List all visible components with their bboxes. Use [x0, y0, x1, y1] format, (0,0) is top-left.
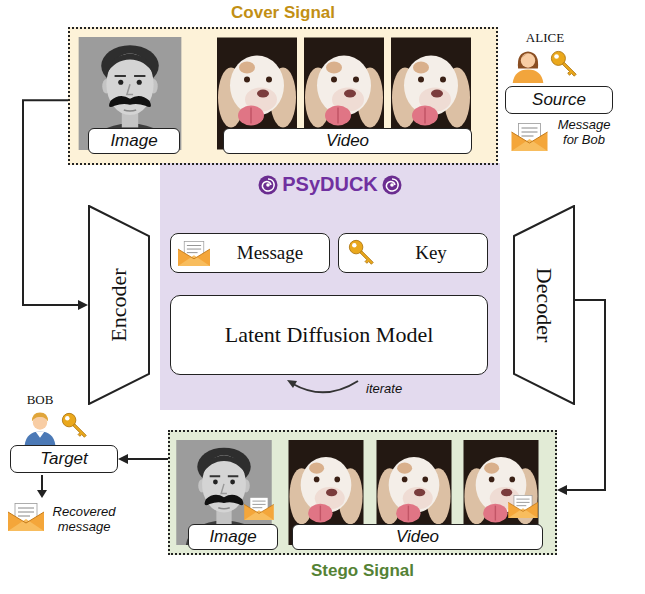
key-box: Key	[338, 233, 488, 273]
role-box: Target	[10, 445, 118, 473]
iterate-arrow	[293, 381, 358, 392]
label-box: Video	[223, 128, 472, 154]
key-icon	[551, 51, 576, 76]
node-label: Source	[532, 90, 586, 110]
recover-arrow	[41, 475, 43, 491]
eye-icon	[259, 176, 278, 195]
actor-name: ALICE	[510, 31, 580, 46]
role-box: Source	[505, 86, 613, 114]
model-box: Latent Diffusion Model	[170, 295, 488, 375]
stego-panel: Stego SignalImageVideo	[168, 430, 557, 555]
node-label: Latent Diffusion Model	[225, 322, 434, 347]
trapezoid-outline	[514, 206, 574, 404]
arrowhead	[557, 485, 567, 495]
key-icon	[62, 413, 86, 437]
panel-title: PSyDUCK	[160, 173, 500, 196]
envelope-icon	[178, 242, 210, 266]
psyduck-panel: PSyDUCK Message KeyLatent Diffusion Model	[160, 163, 500, 410]
key-icon	[349, 240, 373, 264]
connector-line	[128, 458, 168, 460]
message-note: Message for Bob	[550, 118, 618, 148]
envelope-icon	[508, 495, 538, 518]
node-label: Decoder	[531, 268, 556, 343]
psyduck-fill	[160, 163, 500, 410]
message-fill	[170, 233, 330, 273]
node-label: Encoder	[106, 268, 131, 341]
arrowhead	[118, 454, 128, 464]
node-label: Target	[40, 449, 88, 469]
decoder-trapezoid: Decoder	[513, 205, 575, 405]
label-box: Image	[88, 128, 180, 154]
message-box: Message	[170, 233, 330, 273]
trapezoid-outline	[89, 206, 149, 404]
connector-arrow	[118, 454, 168, 464]
node-label: Video	[326, 131, 369, 151]
node-label: Message	[197, 242, 303, 264]
iterate-note: iterate	[366, 382, 416, 397]
node-label: Key	[379, 242, 447, 264]
cover-panel: Cover SignalImageVideo	[68, 27, 498, 165]
node-label: Video	[396, 527, 439, 547]
recovered-note: Recovered message	[46, 505, 122, 535]
arrowhead	[78, 300, 88, 310]
panel-title: Stego Signal	[150, 561, 575, 581]
recover-arrowhead	[37, 490, 47, 498]
eye-icon	[383, 176, 402, 195]
envelope-icon	[244, 497, 274, 520]
panel-title: Cover Signal	[50, 3, 516, 23]
node-label: Image	[110, 131, 157, 151]
envelope-icon	[8, 504, 44, 532]
stego-fill	[168, 430, 557, 555]
label-box: Image	[188, 524, 278, 550]
cover-fill	[68, 27, 498, 165]
alice-icon	[513, 52, 544, 84]
label-box: Video	[292, 524, 543, 550]
envelope-icon	[512, 124, 548, 152]
encoder-trapezoid: Encoder	[88, 205, 150, 405]
actor-name: BOB	[15, 393, 65, 408]
iterate-arrowhead	[287, 380, 297, 388]
bob-icon	[25, 413, 56, 445]
connector-arrow	[23, 100, 88, 310]
key-fill	[338, 233, 488, 273]
node-label: Image	[209, 527, 256, 547]
